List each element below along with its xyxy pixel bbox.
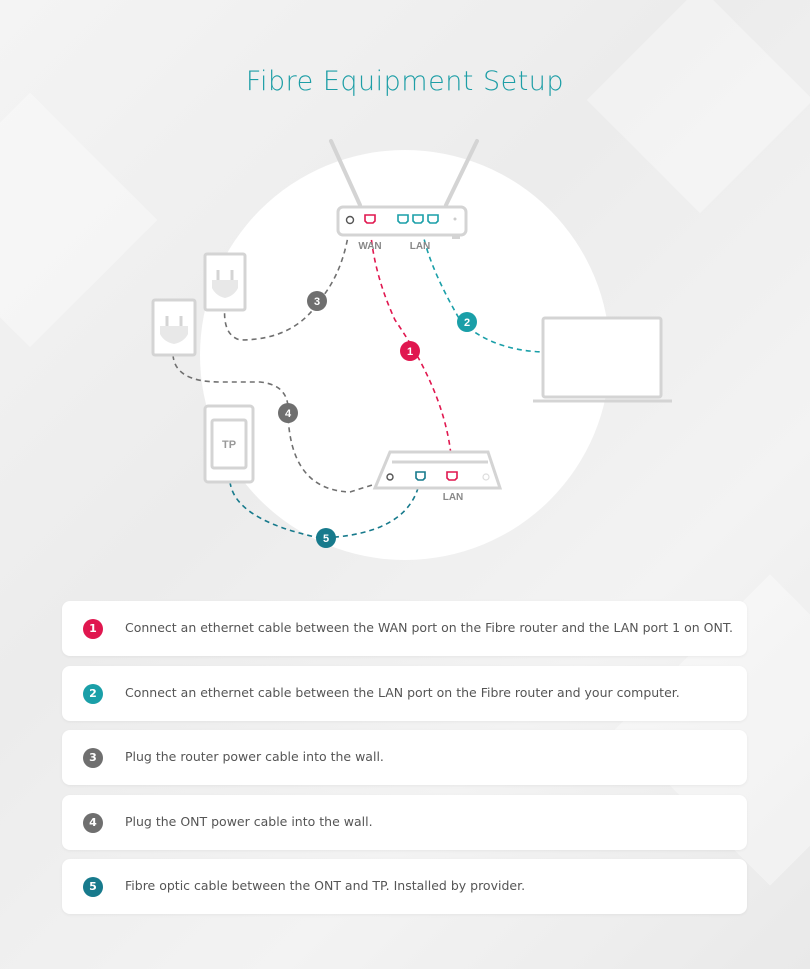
badge-1-label: 1 — [407, 346, 413, 358]
ont-power-port-icon — [386, 473, 394, 481]
lan-port-icon — [397, 214, 409, 224]
badge-3 — [307, 291, 327, 311]
step-number-badge: 4 — [83, 813, 103, 833]
cable-3-router-power — [223, 221, 351, 341]
badge-4 — [278, 403, 298, 423]
step-number-badge: 5 — [83, 877, 103, 897]
step-card-3: 3 Plug the router power cable into the w… — [62, 730, 747, 785]
wan-port-icon — [364, 214, 376, 224]
step-text: Connect an ethernet cable between the LA… — [125, 685, 680, 700]
badge-5 — [316, 528, 336, 548]
setup-diagram: WAN LAN TP LAN 1 2 3 4 5 — [151, 139, 672, 548]
router-wan-label: WAN — [358, 241, 381, 252]
cable-1-wan — [369, 221, 453, 471]
cable-4-ont-power — [172, 354, 389, 493]
power-port-icon — [345, 215, 355, 225]
ont-lan-port-icon — [446, 471, 458, 481]
badge-3-label: 3 — [314, 296, 320, 308]
badge-2 — [457, 312, 477, 332]
badge-2-label: 2 — [464, 317, 470, 329]
step-text: Plug the router power cable into the wal… — [125, 749, 384, 764]
badge-5-label: 5 — [323, 533, 329, 545]
laptop — [533, 316, 672, 403]
step-card-5: 5 Fibre optic cable between the ONT and … — [62, 859, 747, 914]
step-number-badge: 2 — [83, 684, 103, 704]
step-text: Plug the ONT power cable into the wall. — [125, 814, 373, 829]
router — [329, 139, 479, 239]
step-card-4: 4 Plug the ONT power cable into the wall… — [62, 795, 747, 850]
step-text: Fibre optic cable between the ONT and TP… — [125, 878, 526, 893]
ont — [372, 450, 503, 490]
ont-lan-label: LAN — [443, 492, 464, 503]
step-card-2: 2 Connect an ethernet cable between the … — [62, 666, 747, 721]
page-title: Fibre Equipment Setup — [245, 66, 565, 97]
wall-outlet-ont — [151, 298, 197, 357]
lan-port-icon — [427, 214, 439, 224]
step-card-1: 1 Connect an ethernet cable between the … — [62, 601, 747, 656]
router-lan-label: LAN — [410, 241, 431, 252]
ont-fibre-port-icon — [415, 471, 426, 481]
wall-outlet-router — [203, 252, 247, 312]
step-number-badge: 3 — [83, 748, 103, 768]
step-text: Connect an ethernet cable between the WA… — [125, 620, 733, 635]
badge-1 — [400, 341, 420, 361]
badge-4-label: 4 — [285, 408, 292, 420]
telecom-point — [203, 404, 255, 484]
tp-label: TP — [222, 439, 236, 451]
step-number-badge: 1 — [83, 619, 103, 639]
cable-2-lan — [420, 221, 544, 353]
lan-port-icon — [412, 214, 424, 224]
